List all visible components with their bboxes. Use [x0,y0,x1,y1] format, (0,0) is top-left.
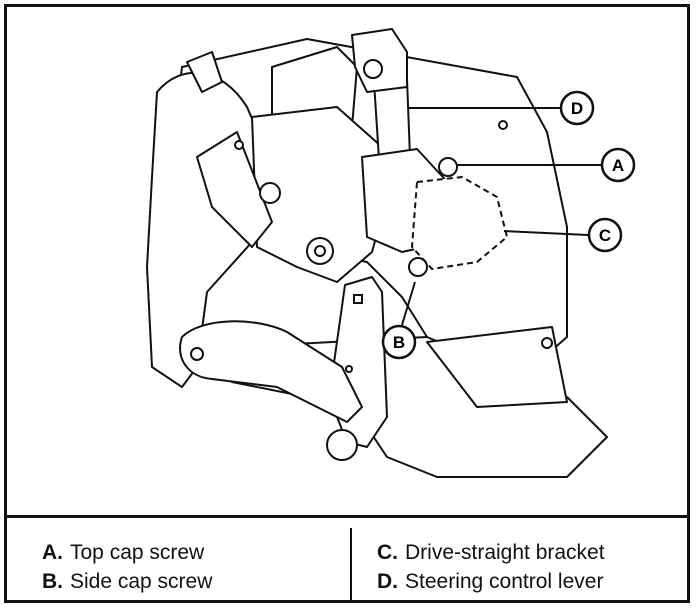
callout-a-label: A [612,156,624,175]
lower-link [179,320,363,423]
side-cap-screw [408,257,428,277]
legend-text: Top cap screw [70,541,205,564]
top-bolt [363,59,383,79]
illustration-panel: D A C B [7,7,687,518]
legend-item-b: B. Side cap screw [42,567,212,596]
legend-panel: A. Top cap screw B. Side cap screw C. Drive… [7,518,687,600]
legend-column-right: C. Drive-straight bracket D. Steering cont… [377,538,605,596]
top-cap-screw [438,157,458,177]
callout-d: D [559,90,595,126]
legend-key: A. [42,541,63,564]
legend-item-d: D. Steering control lever [377,567,605,596]
left-spring [186,51,223,93]
drive-straight-bracket-outline [411,176,508,270]
callout-b-label: B [393,333,405,352]
steering-assembly-illustration: D A C B [146,28,636,478]
pivot-end-cap [326,429,358,461]
legend-item-a: A. Top cap screw [42,538,212,567]
callout-d-label: D [571,99,583,118]
upper-left-bolt [259,182,281,204]
leader-line-c [503,230,589,236]
main-plate [251,106,388,283]
frame-hole [498,120,508,130]
legend-key: D. [377,570,398,593]
lower-plate [426,326,568,408]
callout-c-label: C [599,226,611,245]
legend-text: Drive-straight bracket [405,541,605,564]
legend-column-left: A. Top cap screw B. Side cap screw [42,538,212,596]
legend-key: C. [377,541,398,564]
link-hole [190,347,204,361]
steering-lever-top [351,28,408,93]
callout-b: B [381,324,417,360]
legend-key: B. [42,570,63,593]
legend-divider [350,528,352,600]
callout-c: C [587,217,623,253]
legend-text: Side cap screw [70,570,213,593]
arm-slot [353,294,363,304]
plate-hole [541,337,553,349]
legend-item-c: C. Drive-straight bracket [377,538,605,567]
figure-frame: D A C B A. Top cap screw B. Side cap screw [4,4,690,603]
angled-bar [196,131,273,248]
legend-text: Steering control lever [405,570,604,593]
leader-line-b [401,281,416,326]
callout-a: A [600,147,636,183]
